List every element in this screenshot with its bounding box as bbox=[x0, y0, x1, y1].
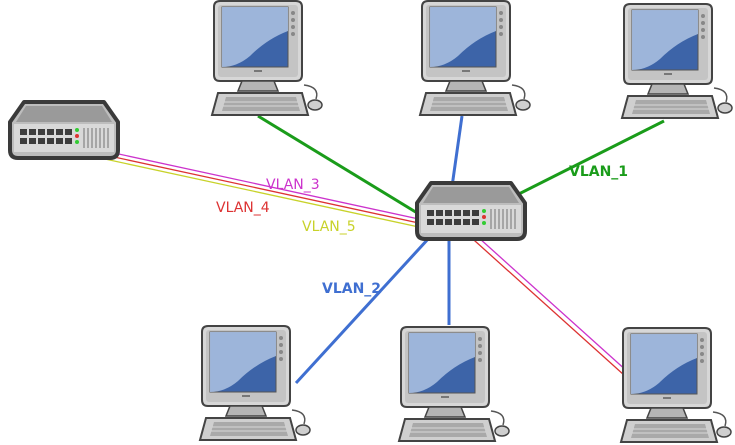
vlan-2-label: VLAN_2 bbox=[322, 281, 381, 297]
computer-bottom-center bbox=[398, 326, 510, 442]
vlan-3-label: VLAN_3 bbox=[266, 177, 320, 193]
computer-top-center bbox=[419, 0, 531, 116]
network-switch-icon bbox=[8, 100, 120, 160]
desktop-computer-icon bbox=[398, 326, 510, 442]
desktop-computer-icon bbox=[419, 0, 531, 116]
vlan-5-label: VLAN_5 bbox=[302, 219, 356, 235]
computer-top-left bbox=[211, 0, 323, 116]
desktop-computer-icon bbox=[211, 0, 323, 116]
desktop-computer-icon bbox=[199, 325, 311, 441]
computer-bottom-left bbox=[199, 325, 311, 441]
trunk-line-vlan-5 bbox=[67, 150, 429, 230]
desktop-computer-icon bbox=[621, 3, 733, 119]
computer-bottom-right bbox=[620, 327, 732, 443]
trunk-line-vlan-4 bbox=[67, 146, 429, 226]
vlan-4-label: VLAN_4 bbox=[216, 200, 270, 216]
trunk-line-vlan-3 bbox=[67, 142, 429, 222]
central-switch bbox=[415, 181, 527, 241]
computer-top-right bbox=[621, 3, 733, 119]
link-vlan-4-bottom-right-pc bbox=[464, 231, 625, 376]
network-links bbox=[67, 114, 665, 385]
network-switch-icon bbox=[415, 181, 527, 241]
link-vlan-2-bottom-left-pc bbox=[294, 224, 442, 385]
link-vlan-3-bottom-right-pc bbox=[468, 228, 629, 373]
desktop-computer-icon bbox=[620, 327, 732, 443]
vlan-1-label: VLAN_1 bbox=[569, 164, 628, 180]
left-switch bbox=[8, 100, 120, 160]
link-vlan-1-top-left-pc bbox=[257, 114, 433, 224]
